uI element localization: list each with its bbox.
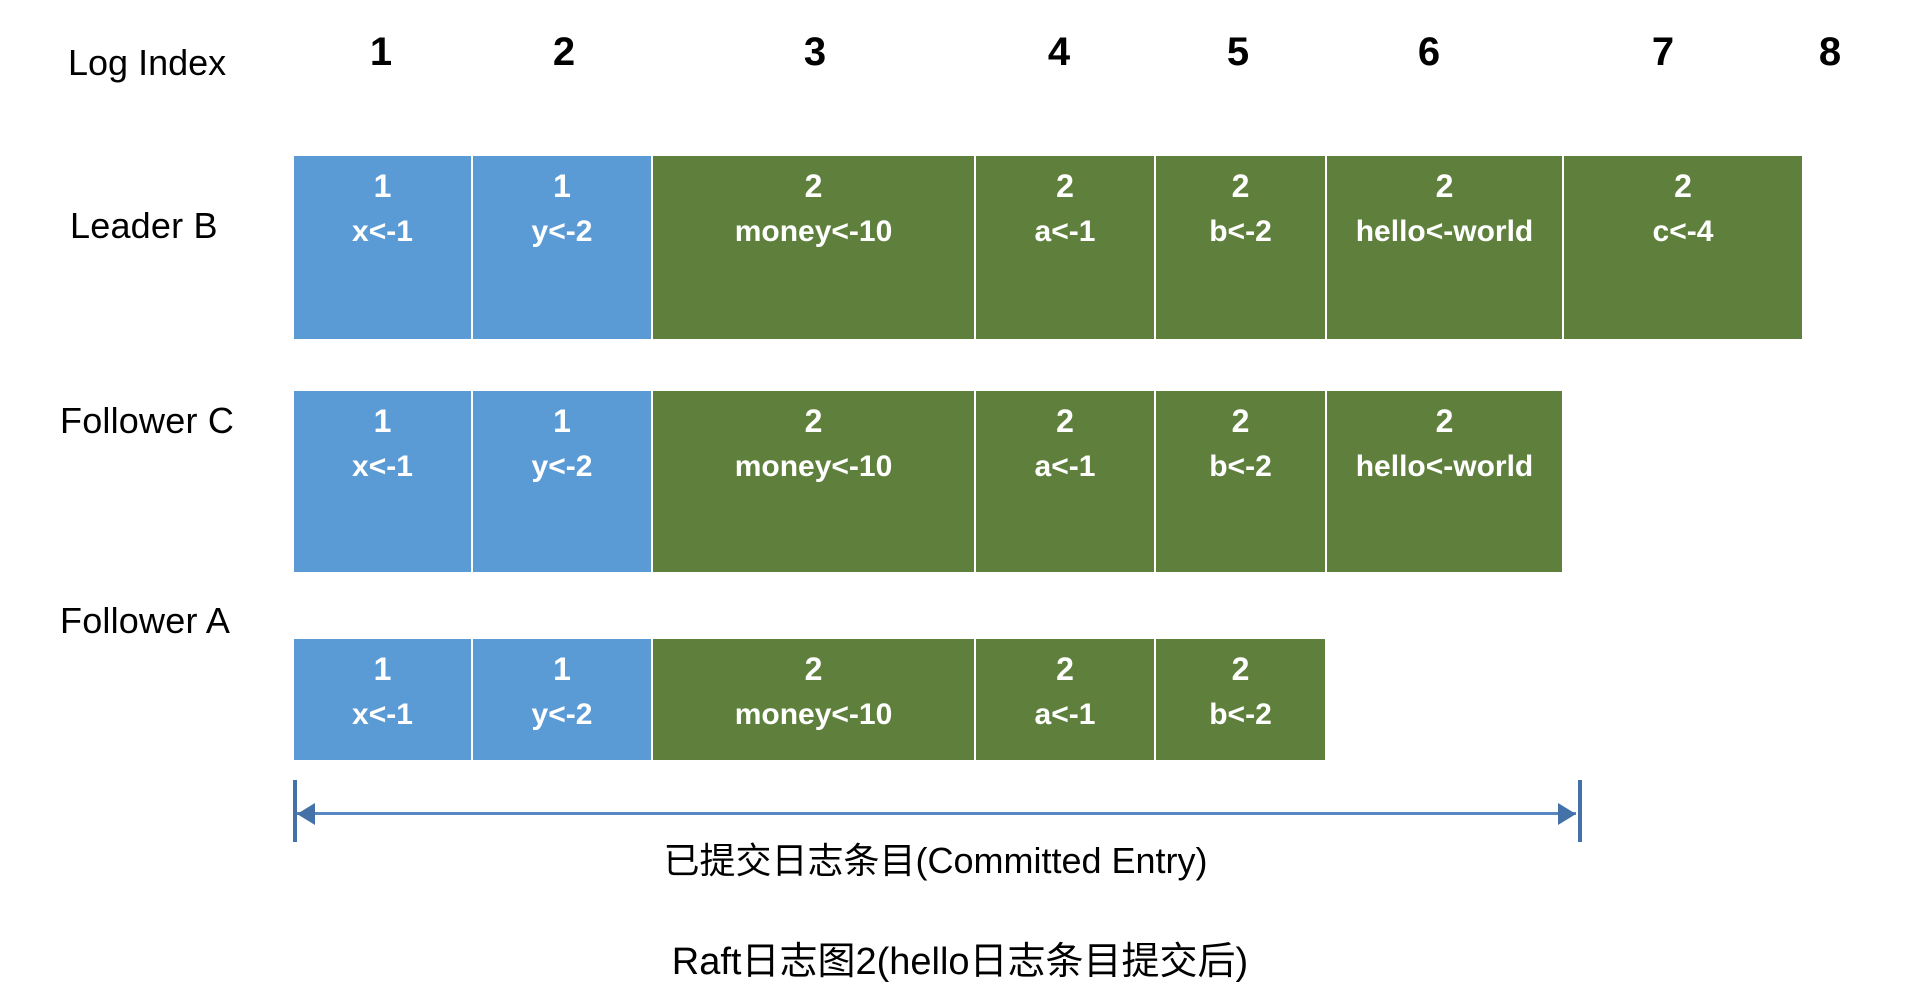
entry-command: a<-1: [1034, 215, 1096, 248]
log-entry-cell[interactable]: 1 x<-1: [293, 390, 472, 573]
log-index-3: 3: [803, 30, 827, 74]
entry-term: 2: [1056, 403, 1074, 439]
bracket-left-arrowhead-icon: [297, 803, 315, 825]
entry-command: b<-2: [1209, 450, 1272, 483]
bracket-line: [297, 812, 1576, 815]
log-entry-cell[interactable]: 2 money<-10: [652, 155, 975, 340]
log-index-4: 4: [1047, 30, 1071, 74]
log-row-leader-b: 1 x<-1 1 y<-2 2 money<-10 2 a<-1 2 b<-2 2 hello<-wo…: [293, 155, 1803, 340]
entry-command: hello<-world: [1355, 215, 1534, 248]
entry-command: money<-10: [734, 450, 893, 483]
entry-command: y<-2: [531, 450, 593, 483]
row-label-leader-b: Leader B: [70, 205, 218, 246]
log-index-6: 6: [1417, 30, 1441, 74]
figure-caption: Raft日志图2(hello日志条目提交后): [671, 941, 1249, 983]
entry-term: 2: [1674, 168, 1692, 204]
entry-command: x<-1: [352, 698, 413, 731]
entry-command: x<-1: [352, 215, 413, 248]
log-entry-cell[interactable]: 2 b<-2: [1155, 155, 1326, 340]
entry-term: 2: [804, 168, 823, 204]
log-entry-cell[interactable]: 2 a<-1: [975, 155, 1155, 340]
entry-term: 1: [553, 403, 571, 439]
log-entry-cell[interactable]: 2 c<-4: [1563, 155, 1803, 340]
committed-entry-caption: 已提交日志条目(Committed Entry): [663, 840, 1208, 881]
entry-command: money<-10: [734, 215, 893, 248]
log-entry-cell[interactable]: 1 y<-2: [472, 155, 652, 340]
entry-term: 2: [1435, 168, 1454, 204]
entry-term: 2: [1231, 168, 1250, 204]
entry-command: hello<-world: [1355, 450, 1534, 483]
log-index-2: 2: [552, 30, 576, 74]
entry-command: b<-2: [1209, 698, 1272, 731]
bracket-right-arrowhead-icon: [1558, 803, 1576, 825]
entry-command: x<-1: [352, 450, 413, 483]
log-index-1: 1: [369, 30, 393, 74]
log-entry-cell[interactable]: 1 y<-2: [472, 638, 652, 761]
committed-entry-bracket: 已提交日志条目(Committed Entry): [0, 0, 1920, 881]
log-index-title: Log Index: [68, 42, 227, 83]
entry-command: money<-10: [734, 698, 893, 731]
entry-term: 2: [1056, 168, 1074, 204]
bracket-left-tick: [293, 780, 297, 842]
row-label-follower-a: Follower A: [60, 600, 231, 641]
log-entry-cell[interactable]: 2 b<-2: [1155, 638, 1326, 761]
entry-term: 2: [804, 651, 823, 687]
entry-term: 1: [373, 403, 392, 439]
entry-command: y<-2: [531, 215, 593, 248]
row-label-follower-c: Follower C: [60, 400, 235, 441]
log-entry-cell[interactable]: 2 hello<-world: [1326, 155, 1563, 340]
entry-term: 2: [804, 403, 823, 439]
entry-command: a<-1: [1034, 450, 1096, 483]
entry-term: 1: [553, 651, 571, 687]
log-entry-cell[interactable]: 2 money<-10: [652, 390, 975, 573]
entry-term: 2: [1231, 403, 1250, 439]
log-entry-cell[interactable]: 2 a<-1: [975, 638, 1155, 761]
log-row-follower-c: 1 x<-1 1 y<-2 2 money<-10 2 a<-1 2 b<-2 2 hello<-wo…: [293, 390, 1563, 573]
log-entry-cell[interactable]: 1 y<-2: [472, 390, 652, 573]
entry-term: 2: [1056, 651, 1074, 687]
log-entry-cell[interactable]: 1 x<-1: [293, 638, 472, 761]
log-entry-cell[interactable]: 2 money<-10: [652, 638, 975, 761]
entry-command: a<-1: [1034, 698, 1096, 731]
entry-term: 1: [373, 168, 392, 204]
log-row-follower-a: 1 x<-1 1 y<-2 2 money<-10 2 a<-1 2 b<-2: [293, 638, 1326, 761]
entry-term: 1: [373, 651, 392, 687]
log-index-8: 8: [1818, 30, 1842, 74]
entry-command: c<-4: [1652, 215, 1714, 248]
log-entry-cell[interactable]: 1 x<-1: [293, 155, 472, 340]
log-index-5: 5: [1226, 30, 1250, 74]
bracket-right-tick: [1578, 780, 1582, 842]
entry-term: 2: [1435, 403, 1454, 439]
entry-command: y<-2: [531, 698, 593, 731]
entry-term: 1: [553, 168, 571, 204]
log-entry-cell[interactable]: 2 b<-2: [1155, 390, 1326, 573]
log-entry-cell[interactable]: 2 hello<-world: [1326, 390, 1563, 573]
log-index-7: 7: [1651, 30, 1675, 74]
entry-command: b<-2: [1209, 215, 1272, 248]
entry-term: 2: [1231, 651, 1250, 687]
log-entry-cell[interactable]: 2 a<-1: [975, 390, 1155, 573]
